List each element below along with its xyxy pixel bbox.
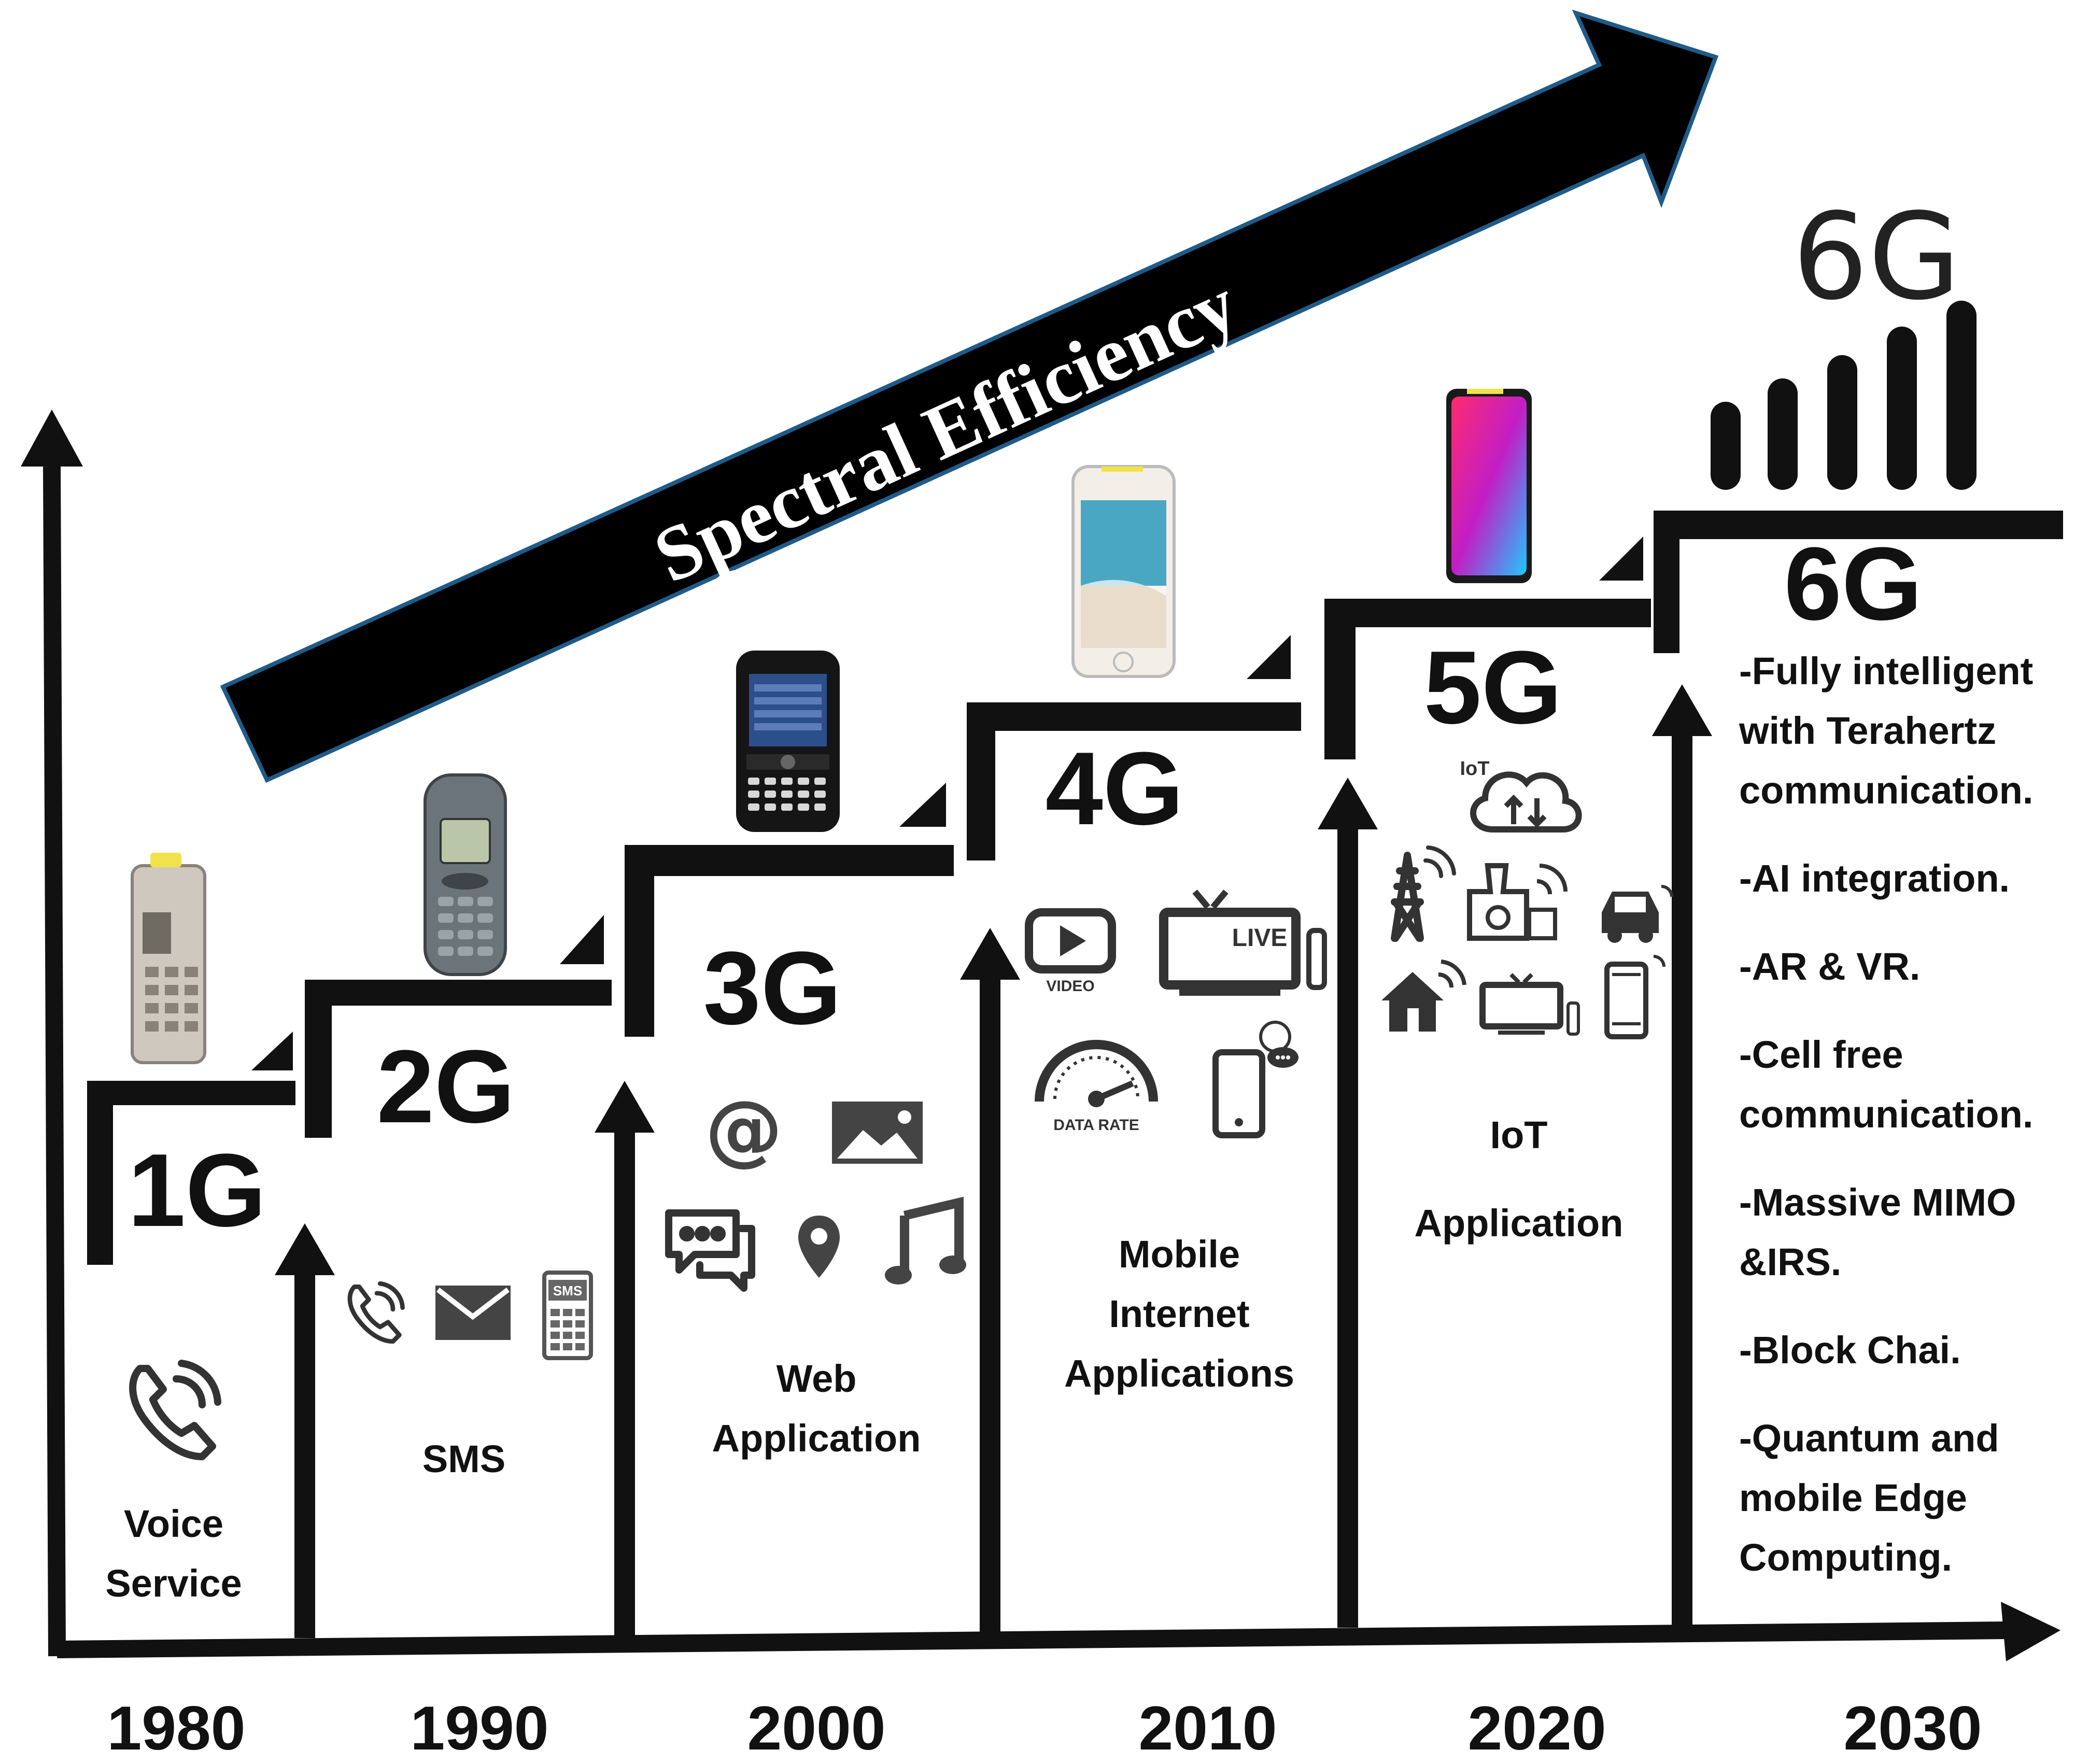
live-tv-icon: LIVE xyxy=(1159,890,1327,996)
step-2g xyxy=(305,980,612,1138)
feature-line: -Quantum and xyxy=(1739,1417,1999,1460)
generation-labels: 1G 2G 3G 4G 5G 6G xyxy=(128,526,1923,1248)
step-6g xyxy=(1654,511,2063,653)
gen-label-6g: 6G xyxy=(1784,526,1923,642)
gen-label-3g: 3G xyxy=(703,930,842,1046)
phone-5g-smartphone xyxy=(1446,389,1532,583)
year-label-1980: 1980 xyxy=(107,1694,246,1763)
location-icon xyxy=(798,1216,840,1278)
feature-line: &IRS. xyxy=(1739,1240,1841,1283)
step-5g xyxy=(1324,599,1651,759)
axes xyxy=(21,410,2060,1661)
gen-label-2g: 2G xyxy=(377,1029,515,1145)
factory-icon xyxy=(1467,863,1568,941)
year-labels: 1980 1990 2000 2010 2020 2030 xyxy=(107,1694,1982,1763)
feature-line: -Block Chai. xyxy=(1739,1329,1961,1372)
at-icon: @ xyxy=(705,1084,783,1175)
year-label-2030: 2030 xyxy=(1844,1694,1982,1763)
service-1g-line1: Voice xyxy=(124,1502,223,1545)
feature-line: -Cell free xyxy=(1739,1033,1903,1076)
service-3g-line2: Application xyxy=(712,1417,921,1460)
signal-6g-label: 6G xyxy=(1792,188,1961,327)
service-4g-line1: Mobile xyxy=(1119,1233,1240,1276)
phone-icon xyxy=(347,1281,405,1344)
service-3g-line1: Web xyxy=(777,1357,857,1400)
banner-arrow-body xyxy=(220,9,1719,783)
svg-text:@: @ xyxy=(705,1084,783,1175)
feature-line: -AR & VR. xyxy=(1739,945,1920,988)
step-4g xyxy=(967,702,1301,860)
phone-3g-blackberry xyxy=(736,651,840,832)
service-1g-line2: Service xyxy=(105,1562,242,1605)
step-4g-corner xyxy=(1247,635,1291,679)
x-axis-arrowhead xyxy=(2001,1602,2060,1661)
service-2g-line1: SMS xyxy=(422,1437,505,1480)
video-caption: VIDEO xyxy=(1046,978,1094,995)
step-1g xyxy=(87,1081,295,1265)
image-icon xyxy=(832,1102,923,1164)
step-2g-corner xyxy=(560,915,604,964)
data-rate-caption: DATA RATE xyxy=(1053,1117,1139,1134)
year-label-2000: 2000 xyxy=(747,1694,886,1763)
music-icon xyxy=(885,1196,966,1285)
staircase xyxy=(87,511,2063,1265)
video-play-icon: VIDEO xyxy=(1025,908,1116,995)
feature-line: -AI integration. xyxy=(1739,857,2010,900)
era-arrows xyxy=(275,684,1712,1638)
y-axis xyxy=(43,466,66,1657)
phone-4g-iphone xyxy=(1071,465,1176,678)
feature-line: mobile Edge xyxy=(1739,1476,1967,1519)
year-label-1990: 1990 xyxy=(411,1694,549,1763)
era-arrow-2-head xyxy=(595,1081,655,1133)
chat-icon xyxy=(665,1209,755,1292)
service-4g-line2: Internet xyxy=(1109,1292,1249,1335)
smart-tv-icon xyxy=(1479,973,1580,1036)
iot-cloud-icon: IoT xyxy=(1460,758,1582,832)
feature-line: communication. xyxy=(1739,769,2033,812)
iot-badge: IoT xyxy=(1460,758,1490,780)
year-label-2010: 2010 xyxy=(1139,1694,1277,1763)
service-5g-line1: IoT xyxy=(1490,1113,1548,1156)
signal-bars-icon xyxy=(1711,301,1977,490)
era-arrow-5-head xyxy=(1652,684,1712,736)
speedometer-icon: DATA RATE xyxy=(1035,1040,1158,1134)
car-icon xyxy=(1602,885,1673,943)
live-badge: LIVE xyxy=(1232,924,1288,952)
year-label-2020: 2020 xyxy=(1468,1694,1606,1763)
smart-home-icon xyxy=(1381,959,1466,1032)
gen-label-4g: 4G xyxy=(1046,731,1184,846)
tower-icon xyxy=(1391,845,1456,942)
era-arrow-4-head xyxy=(1318,778,1378,829)
sms-badge: SMS xyxy=(553,1283,582,1299)
feature-line: -Fully intelligent xyxy=(1739,650,2033,693)
feature-line: communication. xyxy=(1739,1093,2033,1136)
smartphone-icon xyxy=(1604,955,1665,1039)
smartphone-chat-icon xyxy=(1212,1021,1298,1138)
gen-label-5g: 5G xyxy=(1424,630,1562,745)
era-arrow-3-head xyxy=(960,928,1020,980)
service-4g-line3: Applications xyxy=(1064,1352,1294,1395)
sms-phone-icon: SMS xyxy=(542,1271,593,1360)
service-labels: Voice Service SMS Web Application Mobile… xyxy=(105,1113,1623,1605)
gen-label-1g: 1G xyxy=(128,1133,266,1248)
envelope-icon xyxy=(435,1286,511,1340)
phone-1g-brick xyxy=(131,853,206,1064)
step-5g-corner xyxy=(1599,537,1643,581)
era-arrow-1-head xyxy=(275,1223,335,1275)
x-axis xyxy=(57,1621,2007,1658)
phone-icon xyxy=(129,1360,221,1460)
step-3g-corner xyxy=(899,783,946,827)
y-axis-arrowhead xyxy=(21,410,83,467)
feature-line: -Massive MIMO xyxy=(1739,1181,2016,1224)
step-1g-corner xyxy=(251,1032,293,1070)
feature-line: Computing. xyxy=(1739,1536,1952,1579)
phone-2g-feature xyxy=(424,773,507,976)
feature-line: with Terahertz xyxy=(1739,709,1996,752)
step-3g xyxy=(625,845,954,1037)
six-g-features: -Fully intelligent with Terahertz commun… xyxy=(1739,650,2033,1579)
service-5g-line2: Application xyxy=(1415,1202,1624,1245)
